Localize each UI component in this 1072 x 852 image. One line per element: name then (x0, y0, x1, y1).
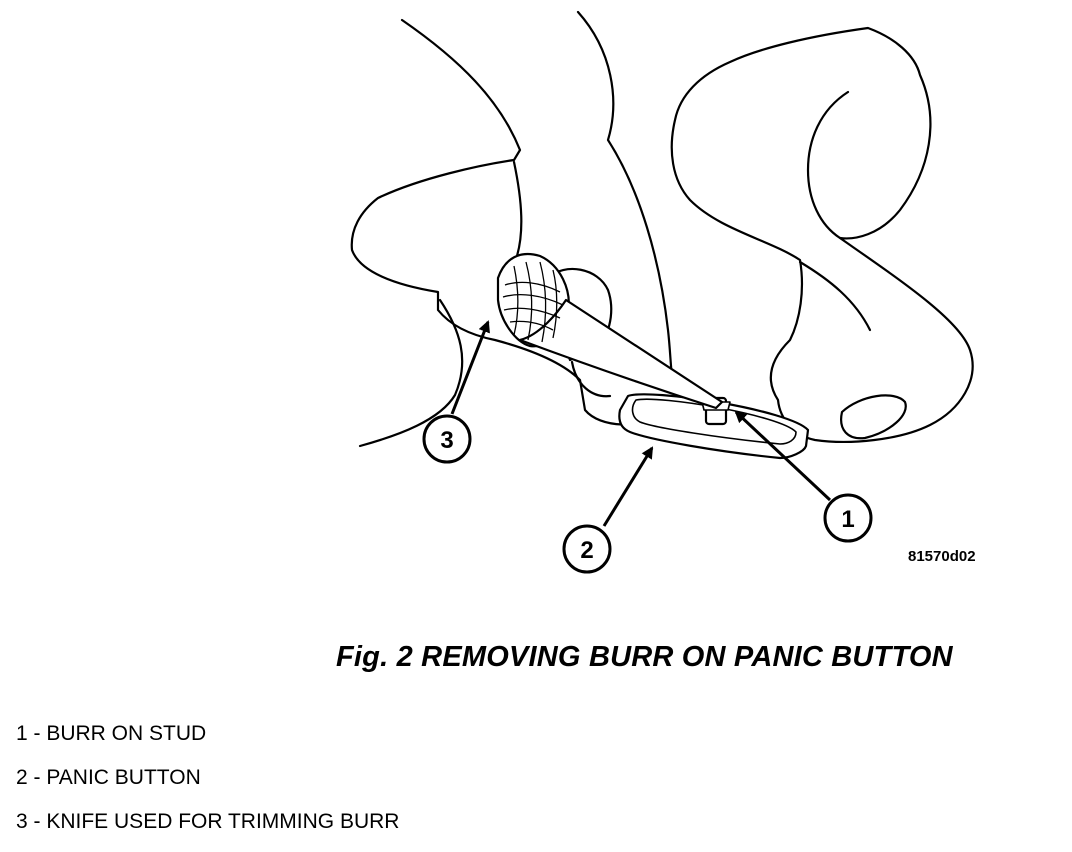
callout-3: 3 (422, 414, 472, 464)
burr-removal-illustration: 1 2 3 (350, 10, 974, 574)
left-hand-crease (512, 160, 523, 264)
callout-3-leader (450, 320, 490, 415)
legend-list: 1 - BURR ON STUD 2 - PANIC BUTTON 3 - KN… (16, 720, 399, 852)
left-hand-finger (358, 298, 464, 448)
figure-code: 81570d02 (908, 548, 976, 565)
callout-3-number: 3 (440, 427, 453, 454)
callout-2-leader (602, 446, 654, 527)
callout-1-leader (734, 410, 832, 502)
callout-2-number: 2 (580, 537, 593, 564)
callout-1: 1 (823, 493, 873, 543)
right-hand-curl (798, 260, 872, 332)
legend-item-1: 1 - BURR ON STUD (16, 722, 207, 745)
figure-caption: Fig. 2 REMOVING BURR ON PANIC BUTTON (336, 641, 953, 673)
left-thumb-tip (570, 360, 612, 398)
legend-item-2: 2 - PANIC BUTTON (16, 766, 201, 789)
right-hand-knuckle (806, 90, 850, 240)
legend-item-3: 3 - KNIFE USED FOR TRIMMING BURR (16, 810, 400, 833)
right-hand-outline (670, 26, 974, 443)
right-thumbnail (840, 394, 907, 440)
callout-2: 2 (562, 524, 612, 574)
callout-1-number: 1 (841, 506, 854, 533)
knife-grip-hatching (502, 261, 564, 343)
